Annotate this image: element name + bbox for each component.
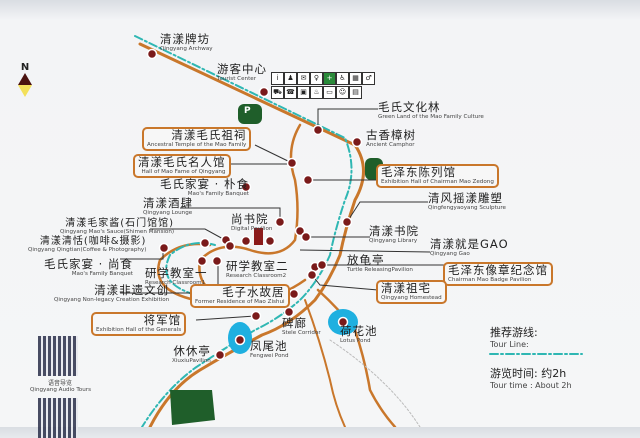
facility-icons: i♟✉♀+♿▦♂ ⛟☎▣♨▭☺▤ [271, 72, 375, 99]
poi-marker[interactable] [196, 255, 208, 267]
atm-icon: ▦ [349, 72, 362, 85]
poi-marker[interactable] [234, 334, 246, 346]
poi-marker[interactable] [288, 288, 300, 300]
poi-marker[interactable] [341, 216, 353, 228]
place-qingtian-coffee[interactable]: 清漾清恬(咖啡&摄影)Qingyang Qingtian(Coffee & Ph… [28, 236, 147, 253]
poi-marker[interactable] [300, 231, 312, 243]
poi-marker[interactable] [250, 310, 262, 322]
poi-marker[interactable] [258, 86, 270, 98]
gray-path [329, 339, 421, 427]
poi-marker[interactable] [240, 235, 252, 247]
poi-marker[interactable] [158, 242, 170, 254]
poi-marker[interactable] [283, 306, 295, 318]
screen-icon: ▭ [323, 86, 336, 99]
phone-icon: ☎ [284, 86, 297, 99]
poi-marker[interactable] [294, 225, 306, 237]
tour-line-label-en: Tour Line: [490, 340, 529, 349]
restroom-icon: ♀ [310, 72, 323, 85]
poi-marker[interactable] [199, 237, 211, 249]
poi-marker[interactable] [316, 259, 328, 271]
info-board-icon: ♟ [284, 72, 297, 85]
parking-label: P [244, 106, 251, 116]
rest-area-icon: ▤ [349, 86, 362, 99]
audio-tour-qr-code[interactable] [38, 336, 78, 376]
wheelchair-icon: ♿ [336, 72, 349, 85]
compass: N [16, 62, 34, 97]
poi-marker[interactable] [286, 157, 298, 169]
poi-marker[interactable] [302, 174, 314, 186]
parking-areas [170, 104, 383, 425]
poi-marker[interactable] [146, 48, 158, 60]
place-maos-sauce[interactable]: 清漾毛家酱(石门馆馆)Qingyang Mao's Sauce(Shimen M… [60, 218, 175, 235]
first-aid-icon: + [323, 72, 336, 85]
poi-marker[interactable] [214, 349, 226, 361]
main-road [138, 42, 365, 427]
second-qr-code[interactable] [38, 398, 78, 438]
poi-marker[interactable] [224, 240, 236, 252]
south-arrow-icon [18, 85, 32, 97]
poi-marker[interactable] [274, 216, 286, 228]
info-icon: i [271, 72, 284, 85]
luggage-icon: ▣ [297, 86, 310, 99]
drinking-water-icon: ♨ [310, 86, 323, 99]
person-statue-icon [254, 228, 263, 245]
baby-care-icon: ☺ [336, 86, 349, 99]
tour-line-label: 推荐游线: [490, 326, 538, 339]
south-road [316, 288, 397, 427]
poi-marker[interactable] [312, 124, 324, 136]
tour-time-label-en: Tour time : About 2h [490, 381, 572, 390]
north-label: N [20, 62, 30, 73]
tour-time-label: 游览时间: 约2h [490, 367, 567, 380]
north-arrow-icon [18, 73, 32, 85]
sightseeing-car-icon: ⛟ [271, 86, 284, 99]
poi-markers [146, 48, 363, 361]
poi-marker[interactable] [337, 316, 349, 328]
tour-line [134, 35, 353, 427]
poi-marker[interactable] [306, 269, 318, 281]
mail-icon: ✉ [297, 72, 310, 85]
poi-marker[interactable] [351, 136, 363, 148]
poi-marker[interactable] [264, 235, 276, 247]
poi-marker[interactable] [211, 255, 223, 267]
south-road-2 [304, 299, 346, 427]
map-paths [120, 35, 583, 427]
legend: 推荐游线: Tour Line: 游览时间: 约2h Tour time : A… [490, 324, 572, 390]
poi-marker[interactable] [240, 181, 252, 193]
restroom-icon: ♂ [362, 72, 375, 85]
